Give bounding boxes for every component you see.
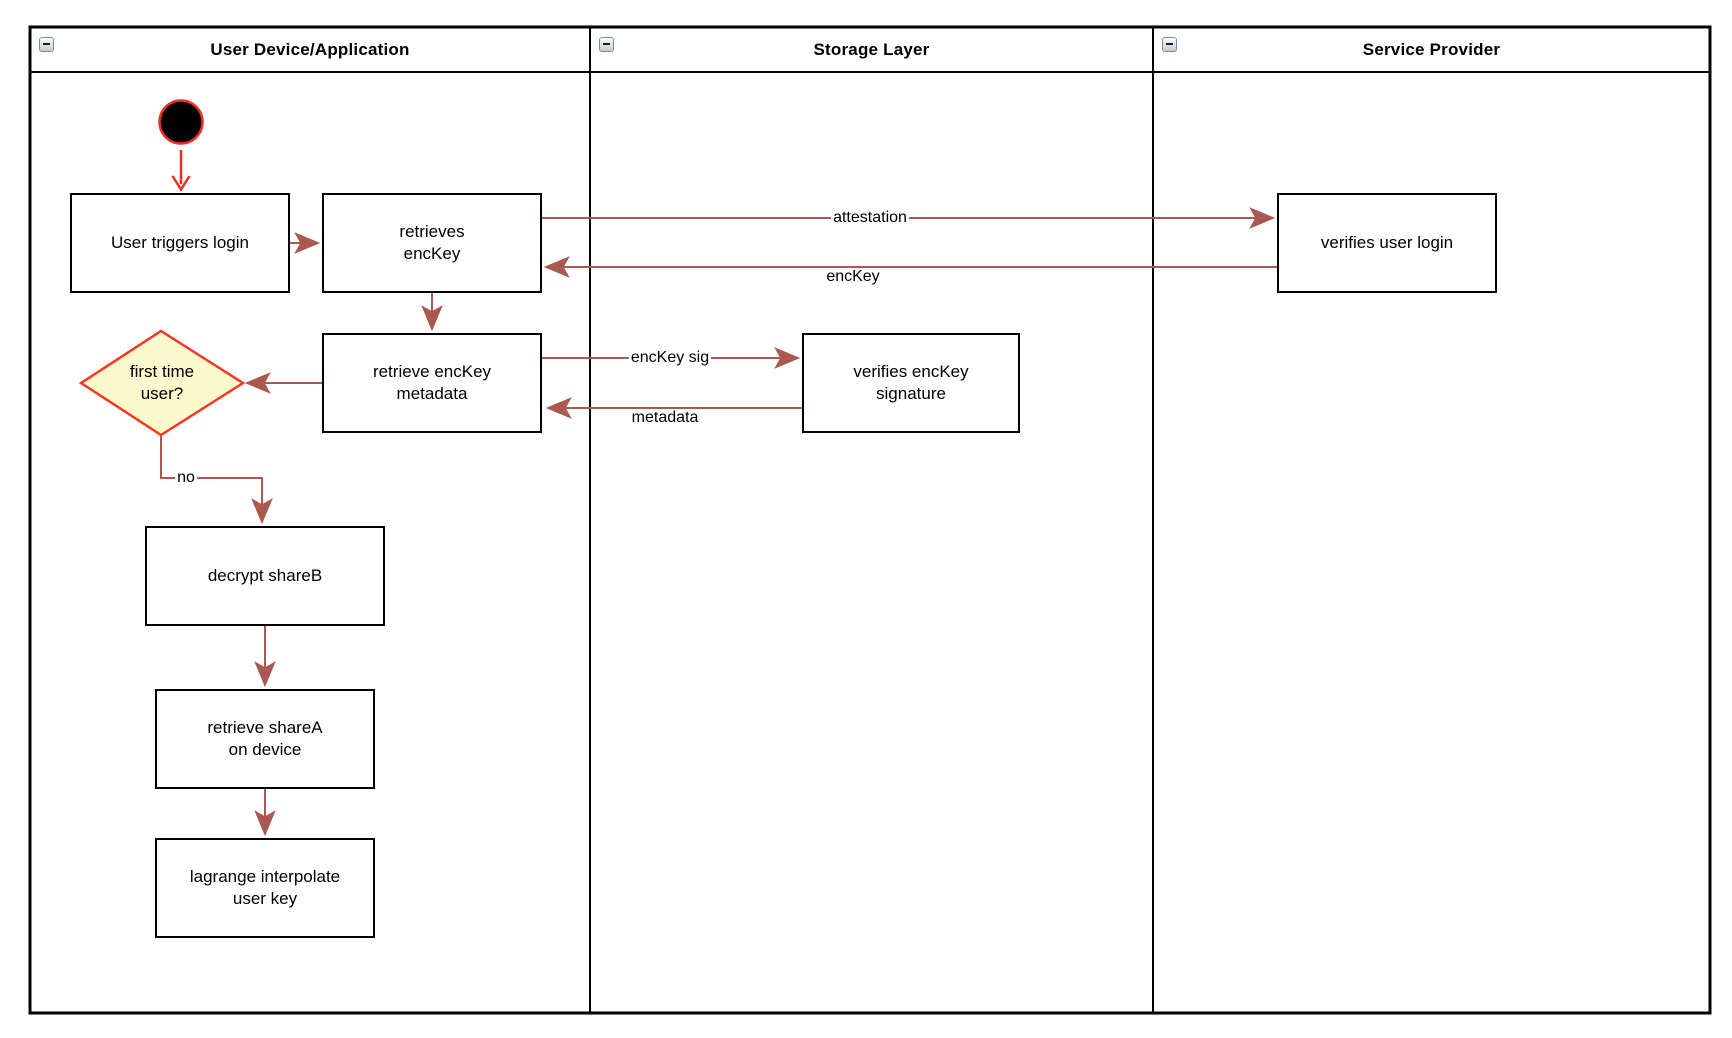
decision-first-time-user[interactable]	[78, 329, 246, 437]
start-node[interactable]	[158, 99, 204, 145]
activity-retrieve-enckey-metadata[interactable]: retrieve encKey metadata	[322, 333, 542, 433]
lane-header-user-device[interactable]: User Device/Application	[30, 27, 590, 72]
pool-border	[28, 25, 1712, 1015]
lane-title: Service Provider	[1362, 39, 1501, 59]
lane-title: Storage Layer	[813, 39, 930, 59]
collapse-minus-icon[interactable]	[39, 37, 54, 52]
edge-start-arrowhead-icon	[171, 175, 191, 192]
edge-label-no: no	[175, 469, 197, 487]
lane-title: User Device/Application	[210, 39, 410, 59]
activity-retrieves-enckey[interactable]: retrieves encKey	[322, 193, 542, 293]
activity-decrypt-shareb[interactable]: decrypt shareB	[145, 526, 385, 626]
lane-header-storage-layer[interactable]: Storage Layer	[590, 27, 1153, 72]
activity-verifies-enckey-signature[interactable]: verifies encKey signature	[802, 333, 1020, 433]
edge-decision-no	[160, 435, 273, 525]
activity-lagrange-interpolate-user-key[interactable]: lagrange interpolate user key	[155, 838, 375, 938]
activity-verifies-user-login[interactable]: verifies user login	[1277, 193, 1497, 293]
edge-label-enckey-sig: encKey sig	[628, 349, 712, 367]
edge-label-metadata: metadata	[629, 409, 701, 427]
collapse-minus-icon[interactable]	[599, 37, 614, 52]
collapse-minus-icon[interactable]	[1162, 37, 1177, 52]
edge-label-enckey: encKey	[824, 268, 882, 286]
activity-user-triggers-login[interactable]: User triggers login	[70, 193, 290, 293]
activity-retrieve-sharea-on-device[interactable]: retrieve shareA on device	[155, 689, 375, 789]
edge-label-attestation: attestation	[831, 209, 909, 227]
decision-label-first-time-user: first time user?	[129, 361, 195, 403]
lane-header-service-provider[interactable]: Service Provider	[1153, 27, 1710, 72]
